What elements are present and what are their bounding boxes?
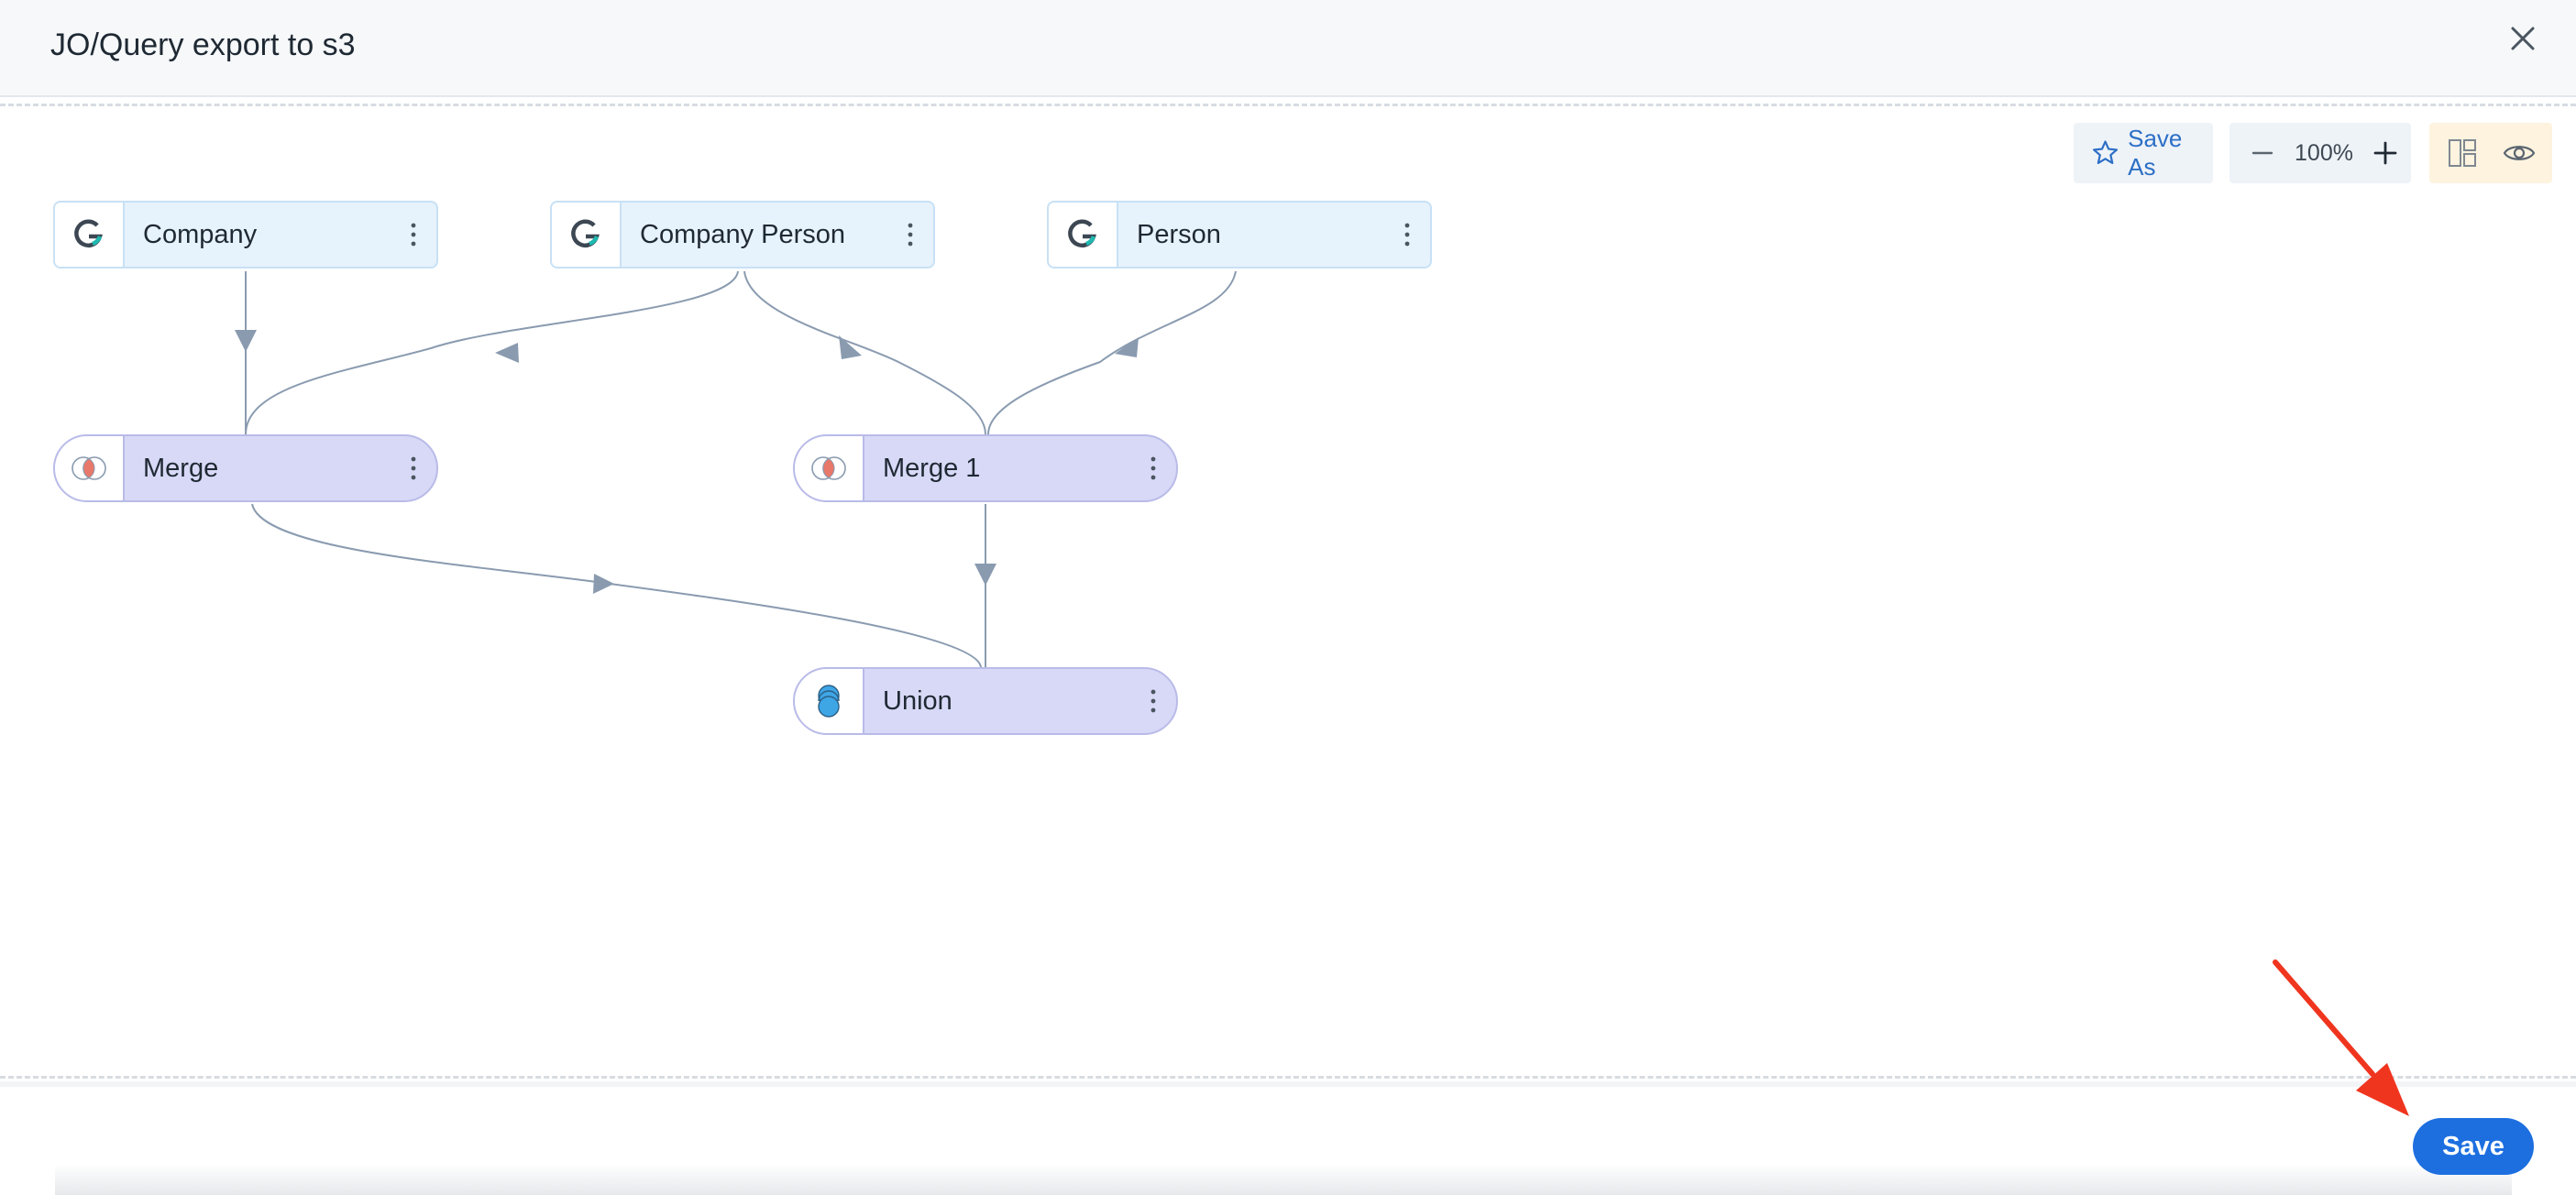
- edge-arrow: [495, 343, 519, 363]
- g-source-icon: [571, 219, 600, 247]
- edge-companyperson-merge: [245, 270, 739, 435]
- node-icon-container: [795, 669, 864, 733]
- edge-companyperson-merge1: [743, 270, 986, 435]
- node-icon-container: [55, 436, 125, 500]
- union-icon: [818, 685, 840, 718]
- node-label: Company: [143, 219, 258, 249]
- edge-arrow: [1115, 337, 1139, 357]
- node-icon-container: [55, 203, 125, 267]
- canvas-bottom-divider: [0, 1076, 2576, 1079]
- zoom-out-button[interactable]: [2244, 135, 2281, 171]
- footer-shadow: [55, 1164, 2512, 1195]
- node-menu-button[interactable]: [391, 203, 436, 267]
- more-vertical-icon: [411, 456, 416, 480]
- merge-icon: [811, 456, 846, 480]
- more-vertical-icon: [411, 223, 416, 247]
- edge-arrow: [593, 574, 614, 594]
- node-menu-button[interactable]: [1384, 203, 1430, 267]
- view-controls: [2429, 123, 2552, 183]
- node-label: Person: [1137, 219, 1221, 249]
- save-as-label: Save As: [2128, 125, 2183, 181]
- edge-arrow: [235, 330, 257, 352]
- footer-band: [0, 1081, 2576, 1087]
- plus-icon: [2373, 141, 2397, 165]
- more-vertical-icon: [1150, 689, 1156, 713]
- node-union[interactable]: Union: [793, 667, 1178, 735]
- g-source-icon: [1068, 219, 1096, 247]
- close-icon: [2511, 27, 2535, 50]
- canvas-top-divider: [0, 104, 2576, 106]
- close-button[interactable]: [2504, 20, 2541, 57]
- node-label: Union: [883, 685, 952, 716]
- node-label: Company Person: [640, 219, 846, 249]
- zoom-control: 100%: [2229, 123, 2411, 183]
- merge-icon: [72, 456, 106, 480]
- more-vertical-icon: [1150, 456, 1156, 480]
- node-menu-button[interactable]: [887, 203, 933, 267]
- g-source-icon: [74, 219, 103, 247]
- save-as-button[interactable]: Save As: [2074, 123, 2213, 183]
- node-icon-container: [552, 203, 622, 267]
- node-merge-1[interactable]: Merge 1: [793, 434, 1178, 502]
- more-vertical-icon: [1404, 223, 1410, 247]
- edge-arrow: [974, 564, 996, 586]
- node-menu-button[interactable]: [1130, 669, 1176, 733]
- node-label: Merge 1: [883, 453, 981, 483]
- edge-merge-union: [251, 503, 982, 668]
- minus-icon: [2251, 151, 2273, 155]
- layout-icon: [2449, 139, 2476, 167]
- edge-arrow: [839, 335, 862, 359]
- dialog-header: JO/Query export to s3: [0, 0, 2576, 97]
- save-button[interactable]: Save: [2413, 1118, 2534, 1175]
- node-menu-button[interactable]: [391, 436, 436, 500]
- page-title: JO/Query export to s3: [50, 27, 356, 62]
- node-menu-button[interactable]: [1130, 436, 1176, 500]
- zoom-level: 100%: [2295, 139, 2353, 166]
- layout-toggle-button[interactable]: [2442, 133, 2482, 173]
- star-icon: [2093, 140, 2119, 165]
- node-person[interactable]: Person: [1047, 201, 1432, 269]
- node-company-person[interactable]: Company Person: [550, 201, 935, 269]
- more-vertical-icon: [908, 223, 913, 247]
- node-label: Merge: [143, 453, 219, 483]
- node-merge[interactable]: Merge: [53, 434, 438, 502]
- eye-icon: [2503, 146, 2536, 160]
- preview-button[interactable]: [2499, 133, 2539, 173]
- edge-person-merge1: [987, 270, 1237, 435]
- node-company[interactable]: Company: [53, 201, 438, 269]
- node-icon-container: [1049, 203, 1118, 267]
- node-icon-container: [795, 436, 864, 500]
- zoom-in-button[interactable]: [2367, 135, 2404, 171]
